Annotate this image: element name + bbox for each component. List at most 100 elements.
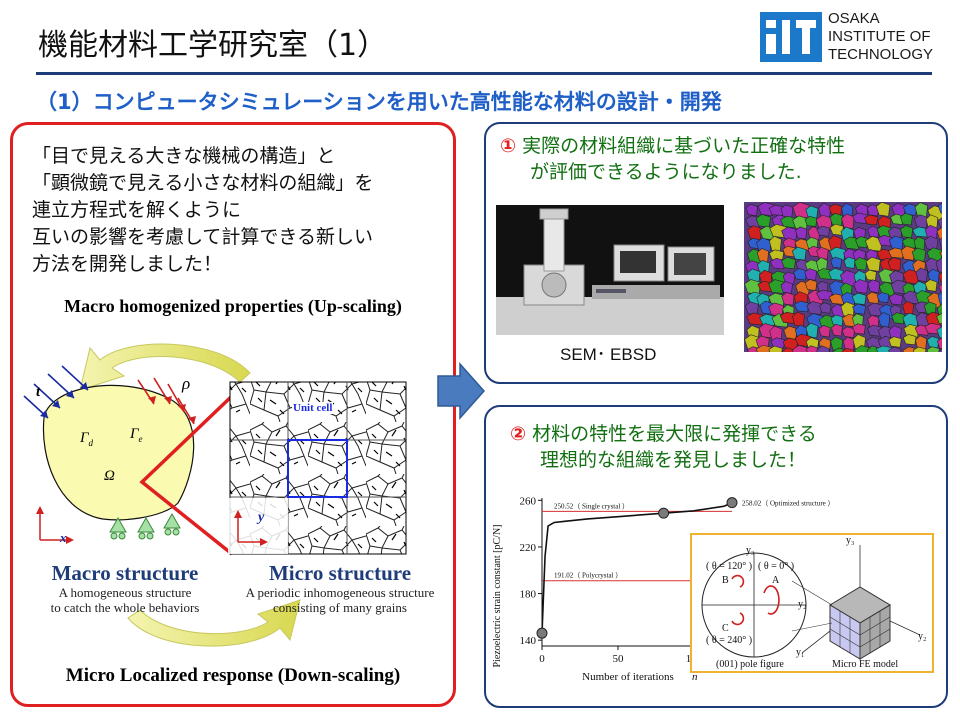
ebsd-grain bbox=[841, 326, 856, 338]
panel2-number: ② bbox=[510, 423, 527, 445]
ebsd-grain bbox=[936, 312, 942, 324]
pole-c-arc-icon bbox=[731, 612, 745, 626]
ebsd-grain bbox=[755, 214, 771, 228]
pole-a-arc-icon bbox=[763, 585, 780, 615]
ebsd-grain bbox=[747, 225, 762, 241]
chart-x-tick-label: 50 bbox=[613, 653, 625, 665]
ebsd-grain bbox=[815, 214, 833, 231]
ebsd-grain bbox=[840, 301, 855, 318]
micro-axis-y-label: y bbox=[258, 510, 265, 525]
chart-series-line bbox=[541, 505, 725, 634]
panel2-text: ② 材料の特性を最大限に発揮できる 理想的な組織を発見しました！ bbox=[510, 421, 817, 473]
ebsd-grain bbox=[937, 217, 942, 229]
ebsd-grain bbox=[924, 225, 938, 241]
right-arrow-icon bbox=[437, 362, 486, 420]
ebsd-grain bbox=[830, 256, 843, 269]
ebsd-grain bbox=[769, 235, 782, 253]
ebsd-grain bbox=[864, 214, 879, 226]
domain-symbol: Ω bbox=[104, 468, 115, 484]
ebsd-grain bbox=[828, 235, 842, 252]
ebsd-grain bbox=[768, 345, 783, 352]
ebsd-grain bbox=[923, 301, 937, 316]
multiscale-diagram bbox=[23, 343, 407, 647]
micro-response-label: Micro Localized response (Down-scaling) bbox=[65, 665, 401, 686]
ebsd-grain bbox=[852, 313, 864, 328]
ebsd-grain bbox=[782, 347, 795, 352]
ebsd-grain bbox=[924, 279, 938, 292]
ebsd-grain bbox=[791, 246, 807, 261]
ebsd-grain bbox=[781, 226, 798, 241]
ebsd-grain bbox=[768, 302, 784, 317]
pole-y3-label: y₃ bbox=[746, 545, 755, 556]
macro-axis-x-label: x bbox=[60, 530, 67, 545]
sem-photo bbox=[496, 205, 724, 335]
chart-y-tick-label: 140 bbox=[520, 635, 537, 647]
ebsd-grain bbox=[866, 345, 880, 352]
macro-axes-icon bbox=[39, 510, 70, 541]
micro-desc-line: A periodic inhomogeneous structure bbox=[245, 585, 435, 600]
macro-desc-line: A homogeneous structure bbox=[58, 585, 192, 600]
ebsd-grain bbox=[819, 302, 832, 314]
intro-line: 「目で見える大きな機械の構造」と bbox=[32, 145, 336, 167]
fe-cube-icon bbox=[829, 586, 891, 660]
zoom-connector bbox=[139, 394, 234, 556]
panel2-line2: 理想的な組織を発見しました！ bbox=[540, 449, 807, 471]
ebsd-grain bbox=[791, 344, 809, 352]
panel1-text: ① 実際の材料組織に基づいた正確な特性 が評価できるようになりました. bbox=[500, 133, 845, 185]
ebsd-grain bbox=[804, 215, 818, 227]
pole-b-label: B bbox=[722, 575, 729, 586]
ebsd-grain bbox=[938, 348, 942, 352]
ebsd-grain bbox=[936, 227, 942, 242]
ebsd-grain bbox=[912, 346, 927, 352]
support-icon bbox=[109, 512, 181, 540]
ebsd-grain bbox=[938, 272, 942, 283]
ebsd-grain bbox=[899, 212, 913, 226]
chart-y-tick-label: 260 bbox=[520, 495, 537, 507]
pole-y2-label: y₂ bbox=[798, 599, 807, 610]
ebsd-grain bbox=[795, 226, 808, 240]
ebsd-grain bbox=[745, 301, 759, 316]
ebsd-grain bbox=[780, 204, 794, 219]
ebsd-grain bbox=[853, 226, 866, 240]
chart-x-tick-label: 0 bbox=[539, 653, 545, 665]
section-subtitle: （1）コンピュータシミュレーションを用いた高性能な材料の設計・開発 bbox=[36, 90, 722, 114]
institution-logo: OSAKA INSTITUTE OF TECHNOLOGY bbox=[760, 6, 950, 68]
inset-drawing bbox=[701, 545, 921, 660]
ebsd-grain bbox=[745, 203, 758, 217]
intro-line: 互いの影響を考慮して計算できる新しい bbox=[32, 226, 374, 248]
ebsd-grain bbox=[888, 336, 902, 348]
ebsd-grain bbox=[939, 237, 942, 250]
fe-model-caption: Micro FE model bbox=[832, 659, 899, 670]
macro-properties-label: Macro homogenized properties (Up-scaling… bbox=[64, 296, 402, 316]
optimized-structure-inset: ( θ = 120° ) ( θ = 0° ) ( θ = 240° ) B A… bbox=[690, 533, 934, 673]
macro-desc-line: to catch the whole behaviors bbox=[50, 600, 200, 615]
traction-symbol: t bbox=[36, 384, 41, 400]
chart-xlabel-symbol: n bbox=[692, 671, 698, 683]
ebsd-grain bbox=[888, 346, 902, 352]
ebsd-grain bbox=[888, 293, 904, 306]
ebsd-grain bbox=[852, 303, 866, 315]
ebsd-grain bbox=[781, 257, 796, 270]
micro-axes-icon bbox=[237, 514, 264, 543]
ebsd-grain bbox=[900, 225, 914, 239]
pole-a-label: A bbox=[772, 575, 780, 586]
ebsd-grain bbox=[805, 322, 819, 339]
ebsd-grain bbox=[804, 279, 818, 291]
chart-ylabel: Piezoelectric strain constant [pC/N] bbox=[492, 524, 503, 667]
ebsd-grain bbox=[878, 312, 891, 328]
ebsd-grain bbox=[842, 336, 855, 352]
ebsd-grain bbox=[780, 281, 793, 294]
intro-text: 「目で見える大きな機械の構造」と 「顕微鏡で見える小さな材料の組織」を 連立方程… bbox=[32, 143, 373, 278]
ebsd-grain bbox=[843, 256, 856, 269]
ebsd-grain bbox=[768, 249, 785, 261]
macro-structure-desc: A homogeneous structure to catch the who… bbox=[18, 585, 232, 615]
ebsd-grain bbox=[939, 251, 942, 258]
downscaling-arrow-icon bbox=[127, 599, 301, 647]
ebsd-grain bbox=[913, 236, 926, 251]
logo-text-line3: TECHNOLOGY bbox=[828, 46, 934, 63]
panel1-line1: 実際の材料組織に基づいた正確な特性 bbox=[522, 135, 846, 157]
fe-y2-label: y₂ bbox=[918, 631, 927, 642]
ebsd-grain bbox=[805, 345, 818, 352]
unit-cell-box bbox=[287, 439, 348, 498]
ebsd-grain bbox=[853, 279, 869, 294]
